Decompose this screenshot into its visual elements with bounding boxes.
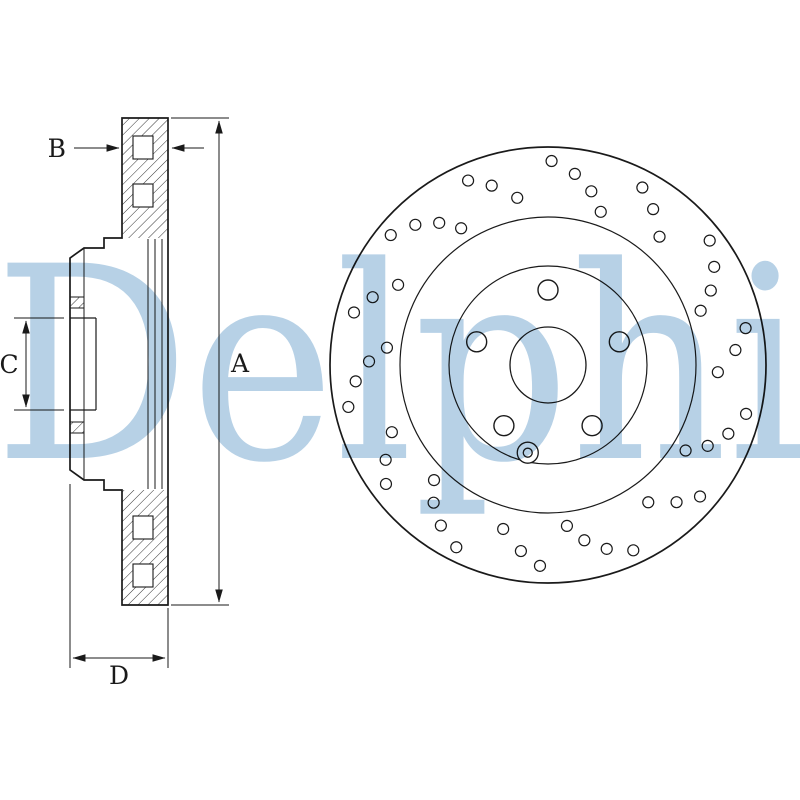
drill-hole bbox=[578, 534, 591, 547]
drill-hole bbox=[347, 306, 361, 319]
disc-front-view bbox=[329, 146, 767, 584]
drill-hole bbox=[455, 222, 468, 235]
hat-projection-lines bbox=[83, 239, 163, 489]
drill-hole bbox=[704, 284, 717, 297]
stud-hole-section bbox=[69, 421, 85, 434]
disc-outer-edge bbox=[329, 146, 767, 584]
stud-hole-section bbox=[69, 296, 85, 309]
drill-hole bbox=[670, 496, 683, 509]
drill-hole bbox=[560, 519, 574, 532]
cross-section-view bbox=[69, 117, 169, 606]
drill-hole bbox=[497, 522, 510, 536]
drill-hole bbox=[391, 278, 405, 291]
drill-hole bbox=[450, 541, 463, 554]
pin-hole-inner bbox=[522, 447, 533, 458]
drill-hole bbox=[366, 291, 379, 304]
bolt-hole bbox=[493, 414, 515, 437]
drill-hole bbox=[380, 341, 394, 354]
drill-hole bbox=[434, 519, 447, 532]
dimension-a bbox=[171, 117, 229, 606]
drill-hole bbox=[362, 355, 376, 368]
drill-hole bbox=[485, 179, 498, 192]
drill-hole bbox=[694, 304, 707, 317]
drill-hole bbox=[427, 496, 440, 509]
drill-hole bbox=[384, 228, 397, 242]
dimension-label-b: B bbox=[48, 134, 66, 163]
dimension-label-a: A bbox=[230, 349, 250, 378]
drill-hole bbox=[627, 544, 640, 557]
drill-hole bbox=[545, 154, 558, 168]
dimension-c bbox=[14, 317, 64, 411]
friction-band-inner-edge bbox=[399, 216, 697, 514]
drill-hole bbox=[427, 474, 441, 487]
drill-hole bbox=[600, 542, 613, 555]
locating-pin-hole bbox=[516, 441, 539, 464]
bore-lines bbox=[70, 317, 97, 411]
drill-hole bbox=[461, 174, 475, 187]
drill-hole bbox=[701, 439, 714, 452]
drill-holes bbox=[342, 154, 753, 572]
dimension-d bbox=[69, 484, 169, 668]
drill-hole bbox=[722, 427, 735, 440]
bolt-hole bbox=[608, 331, 631, 353]
vent-slot bbox=[132, 515, 154, 540]
drill-hole bbox=[708, 260, 721, 273]
dimension-label-d: D bbox=[109, 661, 129, 690]
drill-hole bbox=[379, 453, 392, 466]
bolt-hole bbox=[581, 414, 603, 437]
drill-hole bbox=[594, 205, 607, 218]
vent-slots bbox=[132, 135, 154, 588]
drill-hole bbox=[739, 322, 752, 335]
drill-hole bbox=[514, 544, 528, 558]
vent-slot bbox=[132, 183, 154, 208]
drill-hole bbox=[642, 496, 655, 509]
drill-hole bbox=[703, 234, 716, 247]
drill-hole bbox=[693, 490, 707, 503]
bolt-hole bbox=[537, 279, 559, 301]
bottom-friction-ring-hatch bbox=[122, 490, 168, 605]
drill-hole bbox=[729, 343, 742, 357]
vent-slot bbox=[132, 563, 154, 588]
drill-hole bbox=[349, 375, 362, 388]
hub-plateau-edge bbox=[448, 265, 648, 465]
drill-hole bbox=[739, 407, 753, 420]
drill-hole bbox=[568, 167, 581, 180]
drill-hole bbox=[711, 366, 724, 379]
center-bore bbox=[509, 326, 587, 404]
drill-hole bbox=[679, 444, 692, 457]
drill-hole bbox=[433, 216, 446, 229]
drill-hole bbox=[342, 400, 355, 414]
drill-hole bbox=[653, 230, 666, 243]
bolt-hole bbox=[465, 331, 488, 353]
drill-hole bbox=[636, 181, 649, 194]
drill-hole bbox=[533, 559, 547, 572]
pin-hole-outer bbox=[516, 441, 539, 464]
drill-hole bbox=[511, 191, 524, 204]
drill-hole bbox=[409, 218, 422, 231]
dimension-label-c: C bbox=[0, 350, 19, 379]
drill-hole bbox=[647, 203, 660, 216]
drill-hole bbox=[379, 477, 393, 491]
vent-slot bbox=[132, 135, 154, 160]
drill-hole bbox=[585, 185, 598, 198]
dimensions bbox=[14, 117, 229, 668]
bolt-holes bbox=[465, 279, 631, 437]
drill-hole bbox=[385, 426, 398, 439]
